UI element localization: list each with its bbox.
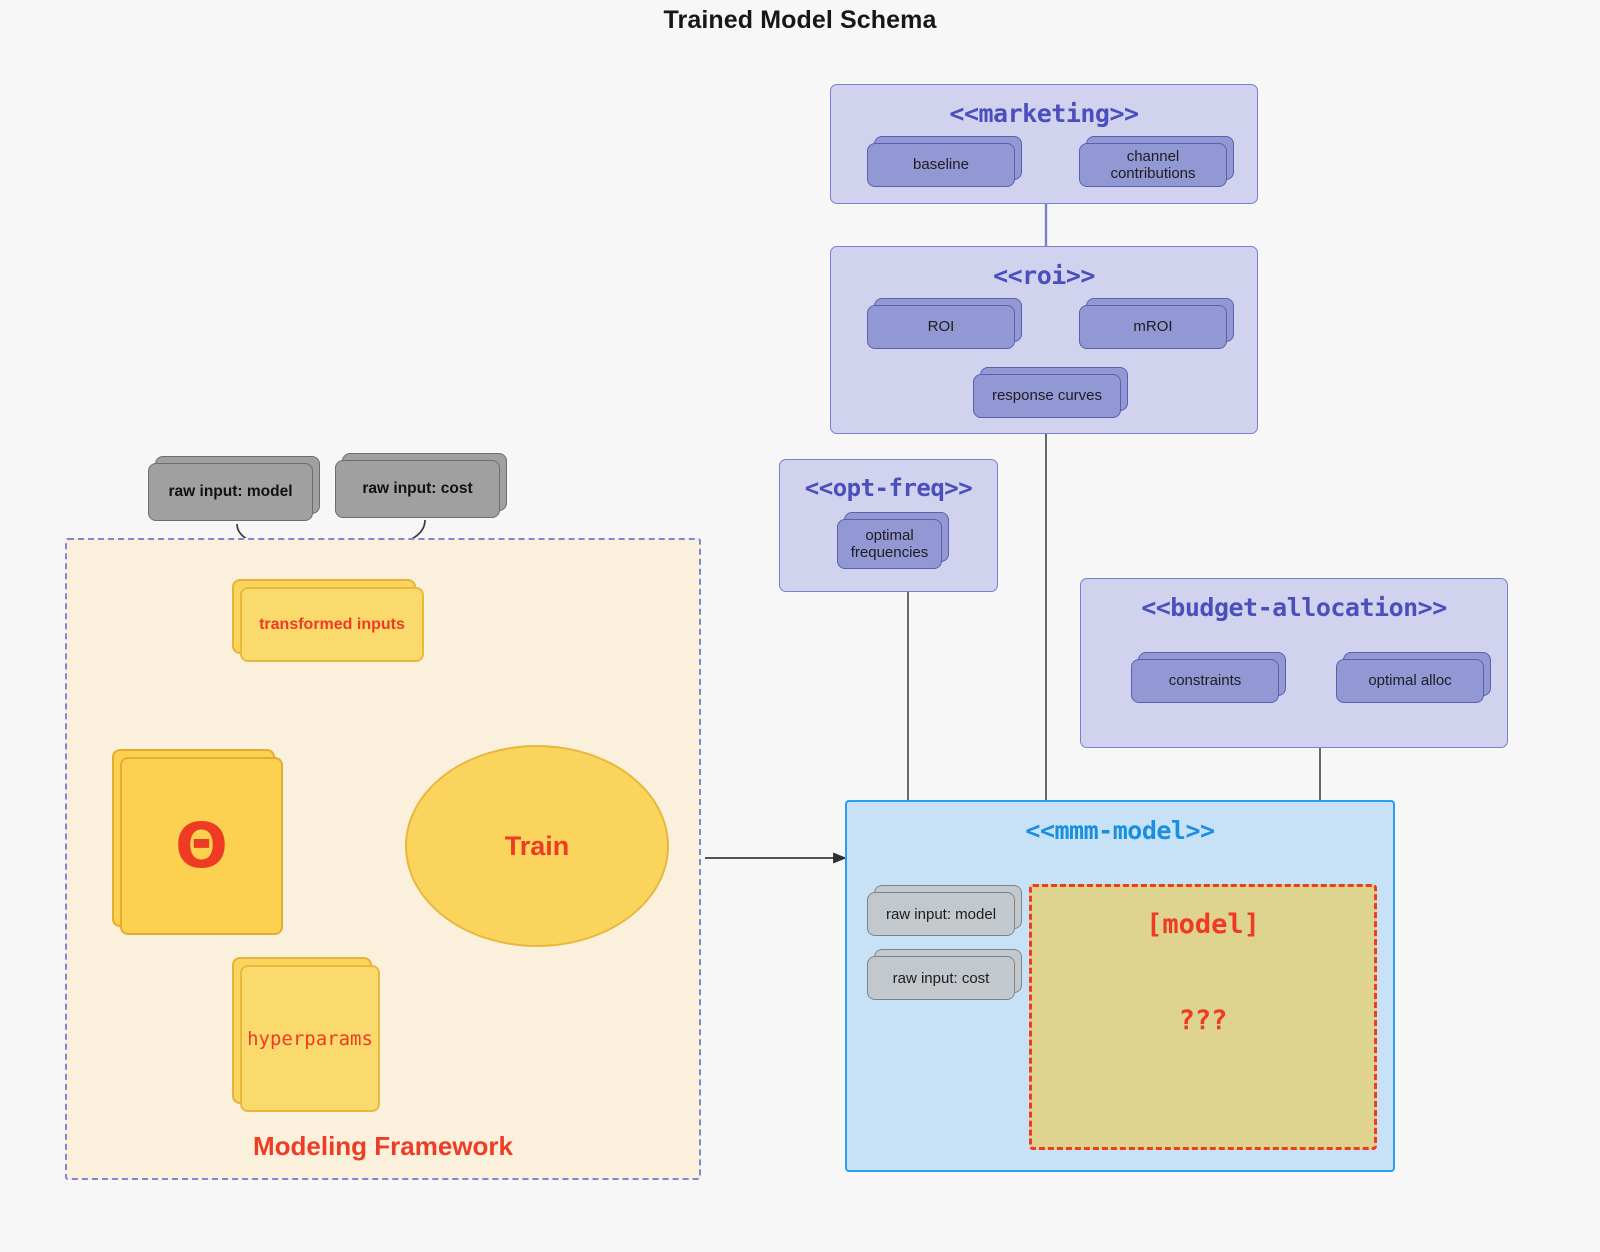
node-optimal-alloc[interactable]: optimal alloc bbox=[1336, 652, 1491, 703]
node-mmm-raw-input-model-label: raw input: model bbox=[867, 892, 1015, 936]
node-train[interactable]: Train bbox=[405, 745, 669, 947]
node-raw-input-model-label: raw input: model bbox=[148, 463, 313, 521]
node-baseline[interactable]: baseline bbox=[867, 136, 1022, 187]
package-roi[interactable]: <<roi>> ROI mROI response curves bbox=[830, 246, 1258, 434]
node-train-label: Train bbox=[504, 830, 570, 861]
node-hyperparams[interactable]: hyperparams bbox=[232, 957, 380, 1112]
node-hyperparams-label: hyperparams bbox=[240, 965, 380, 1112]
package-opt-freq-title: <<opt-freq>> bbox=[804, 474, 973, 502]
model-placeholder-title: [model] bbox=[1146, 909, 1260, 940]
node-transformed-inputs-label: transformed inputs bbox=[240, 587, 424, 662]
node-response-curves-label: response curves bbox=[973, 374, 1121, 418]
page-title: Trained Model Schema bbox=[663, 6, 937, 34]
node-roi[interactable]: ROI bbox=[867, 298, 1022, 349]
node-channel-contributions-label: channel contributions bbox=[1079, 143, 1227, 187]
node-mmm-raw-input-cost[interactable]: raw input: cost bbox=[867, 949, 1022, 1000]
node-optimal-frequencies[interactable]: optimal frequencies bbox=[837, 512, 949, 569]
package-budget-allocation-title: <<budget-allocation>> bbox=[1141, 593, 1447, 622]
node-raw-input-cost[interactable]: raw input: cost bbox=[335, 453, 507, 518]
node-raw-input-cost-label: raw input: cost bbox=[335, 460, 500, 518]
node-response-curves[interactable]: response curves bbox=[973, 367, 1128, 418]
node-roi-label: ROI bbox=[867, 305, 1015, 349]
node-baseline-label: baseline bbox=[867, 143, 1015, 187]
package-marketing[interactable]: <<marketing>> baseline channel contribut… bbox=[830, 84, 1258, 204]
node-transformed-inputs[interactable]: transformed inputs bbox=[232, 579, 424, 662]
package-mmm-model[interactable]: <<mmm-model>> raw input: model raw input… bbox=[845, 800, 1395, 1172]
node-channel-contributions[interactable]: channel contributions bbox=[1079, 136, 1234, 187]
node-optimal-frequencies-label: optimal frequencies bbox=[837, 519, 942, 569]
node-theta[interactable]: Θ bbox=[112, 749, 283, 935]
node-optimal-alloc-label: optimal alloc bbox=[1336, 659, 1484, 703]
node-mmm-raw-input-cost-label: raw input: cost bbox=[867, 956, 1015, 1000]
node-mmm-raw-input-model[interactable]: raw input: model bbox=[867, 885, 1022, 936]
package-mmm-model-title: <<mmm-model>> bbox=[1025, 816, 1215, 845]
node-mroi[interactable]: mROI bbox=[1079, 298, 1234, 349]
node-mroi-label: mROI bbox=[1079, 305, 1227, 349]
node-constraints-label: constraints bbox=[1131, 659, 1279, 703]
package-budget-allocation[interactable]: <<budget-allocation>> constraints optima… bbox=[1080, 578, 1508, 748]
model-placeholder-question: ??? bbox=[1178, 1005, 1228, 1036]
modeling-framework-label: Modeling Framework bbox=[252, 1131, 514, 1161]
model-placeholder-box[interactable]: [model] ??? bbox=[1029, 884, 1377, 1150]
node-theta-label: Θ bbox=[120, 757, 283, 935]
node-raw-input-model[interactable]: raw input: model bbox=[148, 456, 320, 521]
package-roi-title: <<roi>> bbox=[993, 261, 1095, 290]
package-marketing-title: <<marketing>> bbox=[949, 99, 1139, 128]
package-opt-freq[interactable]: <<opt-freq>> optimal frequencies bbox=[779, 459, 998, 592]
node-constraints[interactable]: constraints bbox=[1131, 652, 1286, 703]
